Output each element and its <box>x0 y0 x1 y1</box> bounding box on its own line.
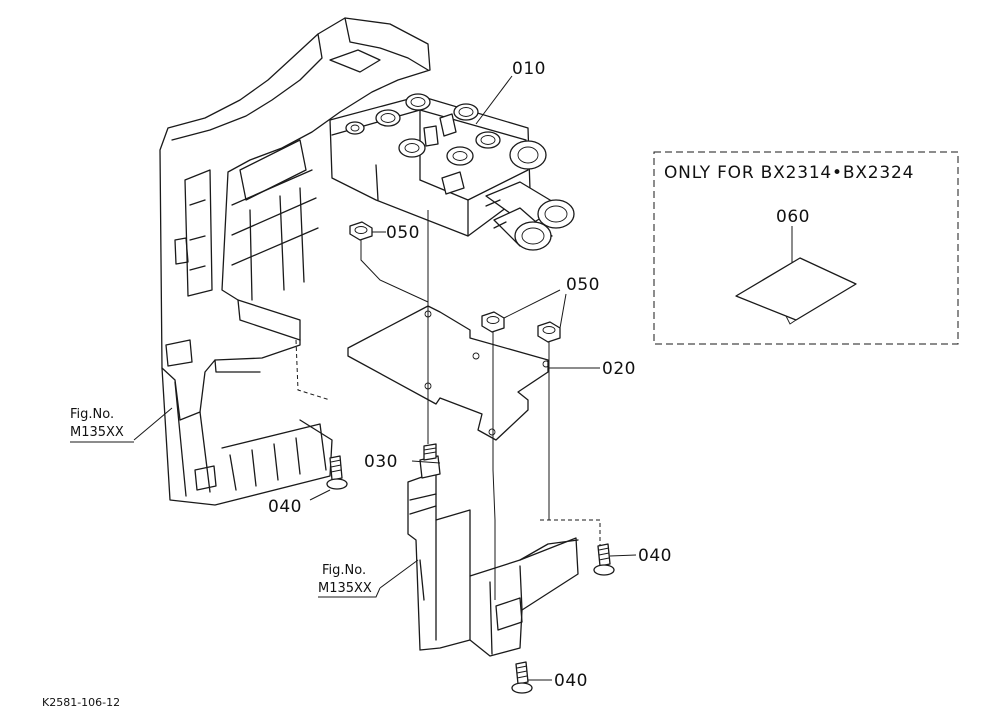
fig-ref-left-line2: M135XX <box>70 425 124 440</box>
lower-bracket <box>407 471 601 657</box>
bolt-030 <box>419 443 441 479</box>
valve-port <box>398 138 426 158</box>
callout-050-left: 050 <box>386 223 420 243</box>
bolt-040-right <box>593 543 615 576</box>
valve-port <box>345 121 365 135</box>
callout-010: 010 <box>512 59 546 79</box>
leader-lines <box>133 75 793 681</box>
callout-040-left: 040 <box>268 497 302 517</box>
callout-050-right: 050 <box>566 275 600 295</box>
fig-ref-center-line1: Fig.No. <box>322 563 366 578</box>
drawing-code: K2581-106-12 <box>42 696 120 709</box>
mounting-plate <box>347 305 550 441</box>
valve-port <box>446 146 474 166</box>
callout-060: 060 <box>776 207 810 227</box>
fig-ref-left-line1: Fig.No. <box>70 407 114 422</box>
callout-020: 020 <box>602 359 636 379</box>
nut-050-center <box>481 311 505 333</box>
callout-040-bottom: 040 <box>554 671 588 691</box>
valve-port <box>405 93 431 111</box>
valve-port <box>475 131 501 149</box>
bolt-040-left <box>326 455 348 490</box>
valve-port <box>453 103 479 121</box>
callout-040-right: 040 <box>638 546 672 566</box>
valve-block <box>329 93 575 251</box>
label-sheet-060 <box>735 257 857 325</box>
left-frame-panel <box>159 17 431 506</box>
nut-050-right <box>537 321 561 343</box>
inset-note: ONLY FOR BX2314•BX2324 <box>664 163 914 183</box>
valve-port <box>375 109 401 127</box>
callout-030: 030 <box>364 452 398 472</box>
assembly-lines <box>360 210 550 600</box>
inset-box: ONLY FOR BX2314•BX2324 060 <box>653 151 959 345</box>
fig-ref-center-line2: M135XX <box>318 581 372 596</box>
nut-050-left <box>349 221 373 241</box>
bolt-040-bottom <box>511 661 533 694</box>
